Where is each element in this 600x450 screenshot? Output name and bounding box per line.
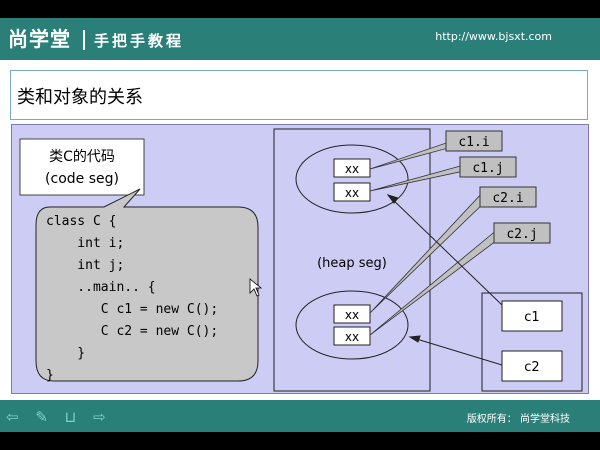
callout-c1-i: c1.i <box>458 135 489 150</box>
object-c1-field-i <box>333 158 371 178</box>
code-line: } <box>46 368 54 383</box>
callout-c1-j: c1.j <box>472 161 503 176</box>
header-band: 尚学堂 手把手教程 http://www.bjsxt.com <box>0 18 600 60</box>
ref-c1: c1 <box>524 310 539 325</box>
callout-pointers <box>369 140 505 336</box>
callout-c1-j-box <box>459 156 517 178</box>
site-url[interactable]: http://www.bjsxt.com <box>435 30 552 43</box>
code-line: class C { <box>46 214 116 229</box>
arrow-c1-to-object <box>387 194 503 306</box>
field-callouts: c1.i c1.j c2.i c2.j <box>445 130 551 244</box>
code-line: int j; <box>46 258 124 273</box>
callout-c2-j: c2.j <box>506 227 537 242</box>
callout-c2-i-box <box>479 186 537 208</box>
object-c2-field-j <box>333 326 371 346</box>
object-c2-field-i-value: xx <box>345 308 359 322</box>
object-c1-field-i-value: xx <box>345 162 359 176</box>
object-c2-field-j-value: xx <box>345 330 359 344</box>
code-seg-label-sub: (code seg) <box>45 171 119 187</box>
diagram-canvas: 类C的代码 (code seg) class C { int i; int j;… <box>19 128 583 392</box>
code-line: C c2 = new C(); <box>46 324 218 339</box>
header-divider <box>83 30 85 50</box>
brand-logo: 尚学堂 <box>8 27 71 51</box>
arrowhead <box>408 335 421 343</box>
code-line: } <box>46 346 85 361</box>
code-listing: class C { int i; int j; ..main.. { C c1 … <box>46 214 218 383</box>
ref-c1-box <box>501 300 563 332</box>
copyright-text: 版权所有： 尚学堂科技 <box>466 414 570 425</box>
code-line: ..main.. { <box>46 280 156 295</box>
arrow-c2-to-object <box>409 336 503 366</box>
slide-title-box: 类和对象的关系 <box>10 70 588 120</box>
heap-seg-label: (heap seg) <box>317 256 387 271</box>
object-c1-ellipse <box>295 144 409 214</box>
callout-c2-j-box <box>493 222 551 244</box>
slide-nav-icons[interactable]: ⇦ ✎ ⊔ ⇨ <box>6 408 112 426</box>
code-line: C c1 = new C(); <box>46 302 218 317</box>
object-c2-field-i <box>333 304 371 324</box>
slide-title: 类和对象的关系 <box>17 87 143 108</box>
ref-c2-box <box>501 350 563 382</box>
code-bubble <box>35 188 259 382</box>
code-seg-label-box <box>19 138 145 196</box>
header-tagline: 手把手教程 <box>94 32 185 50</box>
code-seg-label-title: 类C的代码 <box>49 149 115 165</box>
class-object-diagram: 类C的代码 (code seg) class C { int i; int j;… <box>11 124 589 394</box>
arrowhead <box>386 194 399 204</box>
bottom-black-bar <box>0 432 600 450</box>
object-c1-field-j <box>333 182 371 202</box>
object-c2-ellipse <box>295 290 409 360</box>
footer-band: ⇦ ✎ ⊔ ⇨ 版权所有： 尚学堂科技 <box>0 400 600 432</box>
object-c1-field-j-value: xx <box>345 186 359 200</box>
mouse-cursor-icon <box>249 278 263 297</box>
ref-c2: c2 <box>524 360 539 375</box>
reference-arrows <box>386 194 503 366</box>
code-line: int i; <box>46 236 124 251</box>
callout-c1-i-box <box>445 130 503 152</box>
callout-c2-i: c2.i <box>492 191 523 206</box>
top-black-bar <box>0 0 600 18</box>
